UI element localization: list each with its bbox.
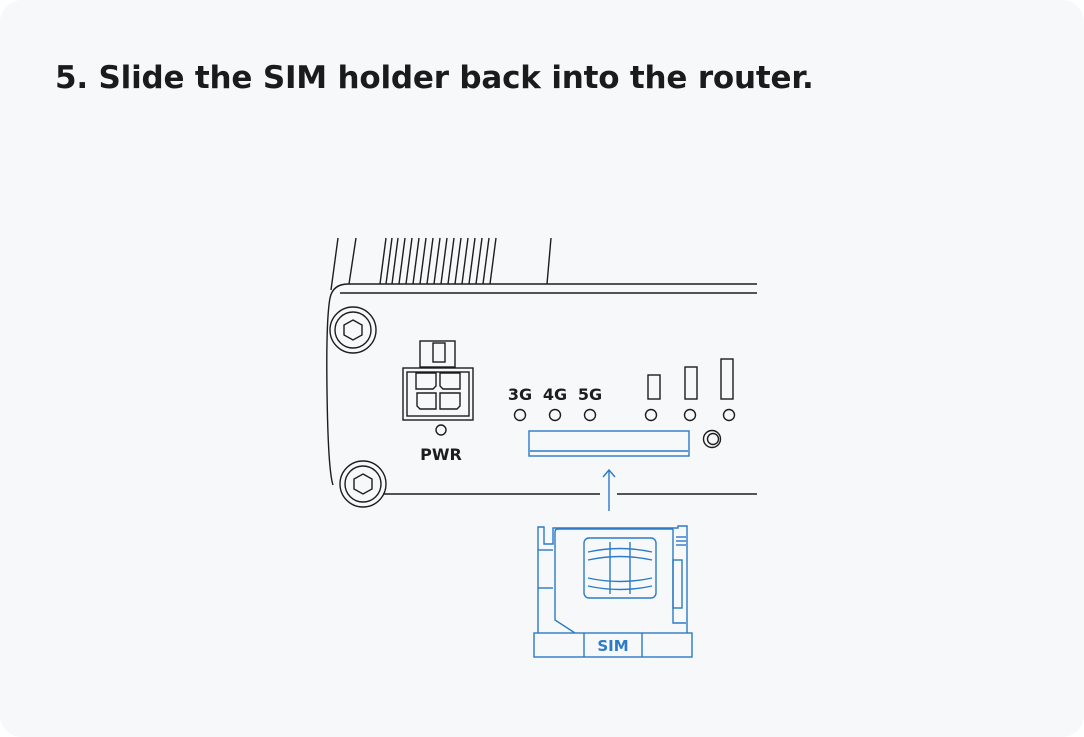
sim-tray-label: SIM	[597, 637, 628, 655]
arrow-up-icon	[602, 468, 616, 511]
heatsink-fins	[330, 237, 552, 291]
sim-slot	[528, 430, 690, 457]
screw-icon	[329, 306, 377, 354]
led-label-5g: 5G	[578, 385, 602, 404]
sim-tray	[533, 525, 693, 658]
led-label-4g: 4G	[543, 385, 567, 404]
reset-button-icon	[702, 429, 722, 449]
screw-icon	[339, 460, 387, 508]
step-title: 5. Slide the SIM holder back into the ro…	[55, 60, 814, 96]
router-chassis	[326, 283, 757, 495]
pwr-label: PWR	[420, 445, 462, 464]
signal-strength-icon	[647, 358, 734, 400]
power-connector-icon	[402, 340, 474, 436]
led-label-3g: 3G	[508, 385, 532, 404]
status-leds	[513, 408, 736, 422]
